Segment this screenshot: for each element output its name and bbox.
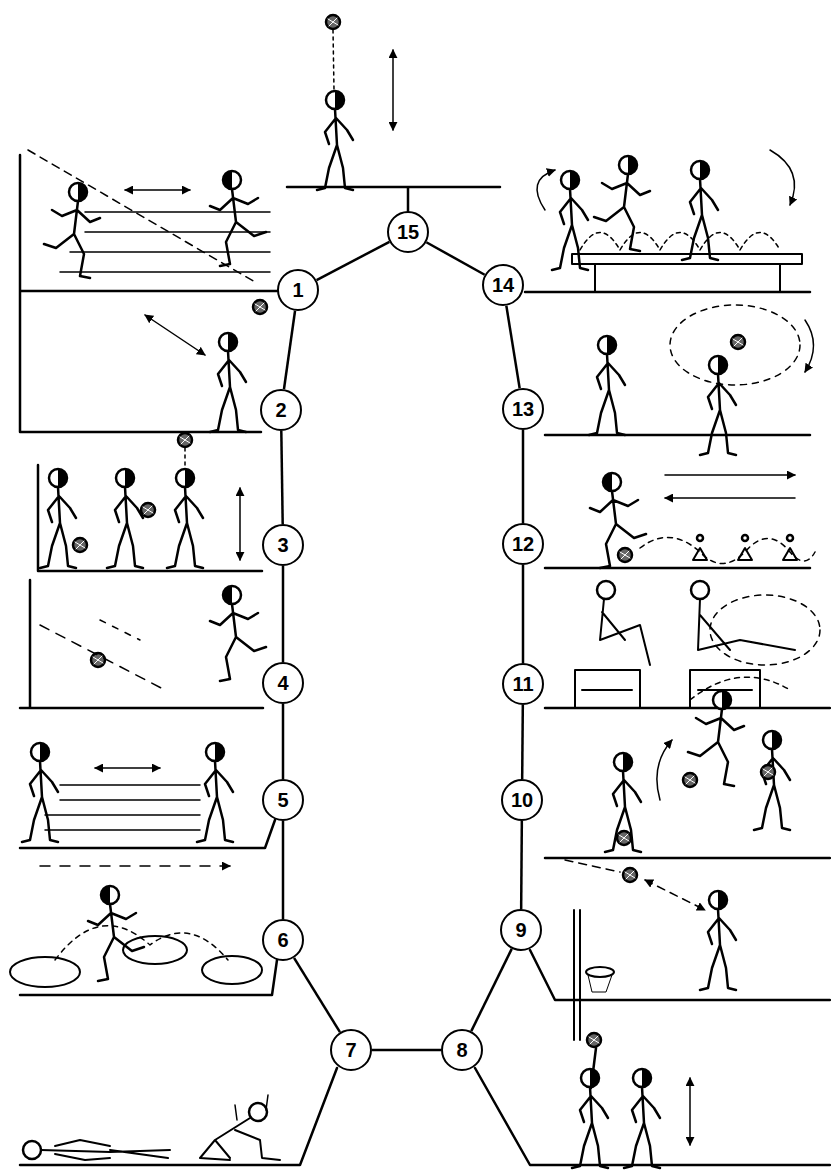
loop-connector — [506, 306, 519, 389]
loop-connector — [284, 311, 295, 389]
station-number: 3 — [277, 535, 288, 555]
station-number: 9 — [515, 920, 526, 940]
station-number: 11 — [512, 674, 533, 694]
station-circle: 5 — [262, 779, 304, 821]
station-number: 13 — [512, 399, 534, 419]
station-5-figure — [22, 743, 233, 866]
station-circle: 9 — [500, 909, 542, 951]
station-9-figure — [565, 860, 736, 990]
station-2-figure — [145, 300, 267, 432]
station-circle: 4 — [262, 662, 304, 704]
loop-connector — [282, 704, 285, 779]
station-13-figure — [589, 305, 814, 455]
loop-connector — [521, 705, 524, 779]
loop-connector — [520, 821, 523, 909]
station-circle: 15 — [387, 211, 429, 253]
station-6-figure — [10, 886, 262, 987]
loop-connector — [522, 565, 525, 663]
loop-connector — [426, 242, 484, 275]
loop-connector — [294, 958, 340, 1032]
station-1-figure — [28, 150, 270, 282]
station-number: 12 — [512, 534, 534, 554]
loop-connector — [471, 949, 511, 1031]
loop-connector — [522, 430, 525, 523]
station-circle: 6 — [262, 919, 304, 961]
station-number: 2 — [275, 400, 286, 420]
station-circle: 10 — [501, 779, 543, 821]
loop-connector — [317, 242, 390, 280]
station-15-figure — [317, 15, 393, 190]
station-circle: 3 — [262, 524, 304, 566]
station-number: 1 — [292, 280, 303, 300]
station-3-figure — [40, 433, 240, 568]
floor-lines — [20, 155, 830, 1165]
station-number: 5 — [277, 790, 288, 810]
station-4-figure — [40, 586, 266, 690]
station-circle: 1 — [277, 269, 319, 311]
station-circle: 8 — [441, 1029, 483, 1071]
station-number: 14 — [492, 275, 514, 295]
station-11-figure — [575, 581, 820, 708]
station-circle: 2 — [260, 389, 302, 431]
station-number: 7 — [345, 1040, 356, 1060]
station-circle: 7 — [330, 1029, 372, 1071]
loop-connector — [282, 821, 285, 919]
station-14-figure — [537, 150, 802, 292]
station-circle: 11 — [502, 663, 544, 705]
loop-connector — [281, 431, 282, 524]
station-8-figure — [572, 910, 690, 1168]
station-number: 4 — [277, 673, 288, 693]
loop-connector — [282, 566, 285, 662]
station-10-figure — [605, 677, 790, 852]
loop-connector — [372, 1049, 441, 1052]
station-number: 10 — [511, 790, 533, 810]
station-7-figure — [23, 1095, 280, 1160]
station-number: 8 — [456, 1040, 467, 1060]
station-circle: 13 — [502, 388, 544, 430]
station-number: 6 — [277, 930, 288, 950]
station-circle: 12 — [502, 523, 544, 565]
station-circle: 14 — [482, 264, 524, 306]
station-number: 15 — [397, 222, 419, 242]
station-12-figure — [590, 473, 815, 568]
